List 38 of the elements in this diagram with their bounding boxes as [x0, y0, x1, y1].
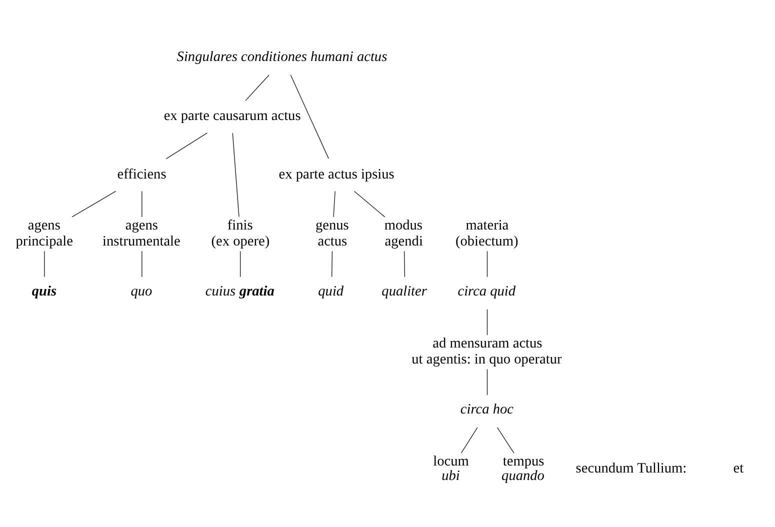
node-text: efficiens: [117, 166, 166, 182]
node-text: ex parte actus ipsius: [278, 166, 394, 182]
connector: [486, 368, 488, 395]
node-text: circa hoc: [460, 401, 514, 418]
node-text: agens instrumentale: [102, 216, 180, 249]
connector: [496, 426, 514, 453]
node-text: tempus quando: [502, 453, 544, 484]
node-text: Singulares conditiones humani actus: [176, 48, 388, 65]
connector: [460, 426, 478, 453]
connector: [290, 74, 329, 158]
connector: [486, 250, 488, 277]
node-text: agens principale: [16, 216, 73, 249]
node-text: genus actus: [315, 216, 349, 249]
node-text: materia (obiectum): [455, 216, 518, 249]
connector: [404, 250, 406, 277]
node-text: cuius gratia: [205, 283, 274, 300]
connector: [72, 190, 116, 217]
connector: [333, 190, 336, 217]
label: secundum Tullium:: [576, 460, 687, 476]
node-text: quid: [318, 283, 344, 300]
connector: [232, 132, 240, 217]
node-text: quo: [130, 283, 152, 300]
connector: [240, 250, 241, 277]
node-text: qualiter: [382, 283, 427, 300]
node-text: circa quid: [458, 283, 516, 300]
connector: [44, 250, 45, 277]
connector: [354, 190, 386, 217]
connector: [486, 308, 488, 335]
label: et: [733, 460, 744, 476]
connector: [331, 250, 333, 277]
node-text: locum ubi: [433, 453, 469, 484]
connector: [166, 132, 208, 159]
node-text: ad mensuram actus ut agentis: in quo operatur: [412, 334, 562, 368]
node-text: ex parte causarum actus: [164, 108, 301, 124]
node-text: modus agendi: [384, 216, 423, 249]
node-text: quis: [32, 283, 57, 300]
node-text: finis (ex opere): [211, 216, 270, 249]
connector: [245, 74, 270, 100]
